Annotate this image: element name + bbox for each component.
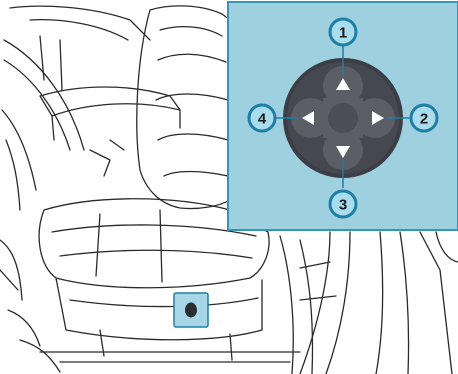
armrest-outline	[40, 87, 180, 116]
callout-1-label: 1	[339, 25, 347, 42]
callout-2-label: 2	[420, 111, 428, 128]
callout-2: 2	[411, 105, 437, 131]
steering-column	[2, 110, 36, 190]
switch-center	[328, 103, 358, 133]
seat-side-switch-icon	[174, 293, 208, 327]
switch-knob	[185, 303, 197, 318]
steering-wheel-inner	[4, 60, 70, 150]
seat-backrest-outline	[137, 6, 230, 209]
callout-3: 3	[330, 191, 356, 217]
callout-4-label: 4	[258, 111, 267, 128]
callout-1: 1	[330, 19, 356, 45]
callout-3-label: 3	[339, 197, 347, 214]
callout-4: 4	[249, 105, 275, 131]
door-frame-outline	[300, 232, 330, 374]
inset-detail-panel: 1 2 3 4	[228, 2, 458, 230]
